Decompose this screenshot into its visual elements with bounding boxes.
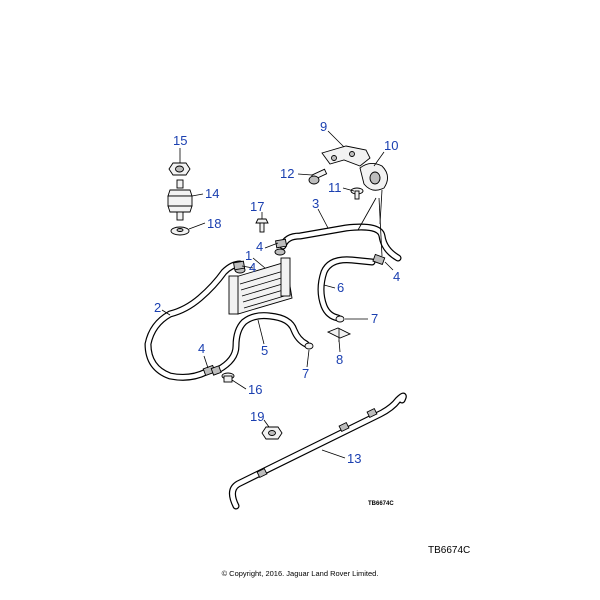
callout-5: 5 xyxy=(261,343,268,358)
part-5-tube xyxy=(214,312,310,374)
part-11-screw xyxy=(350,187,364,200)
leader-lines xyxy=(161,130,394,459)
part-18-washer xyxy=(170,226,190,236)
callout-4-lower: 4 xyxy=(198,341,205,356)
part-12-bolt xyxy=(308,168,328,185)
callout-9: 9 xyxy=(320,119,327,134)
callout-17: 17 xyxy=(250,199,264,214)
callout-2: 2 xyxy=(154,300,161,315)
part-8-clip xyxy=(326,327,352,342)
part-17-bolt xyxy=(255,218,269,233)
callouts: 15 14 18 17 9 10 12 11 3 1 4 4 4 6 2 7 5… xyxy=(154,119,400,466)
part-16-bolt xyxy=(221,372,235,383)
callout-7-right: 7 xyxy=(371,311,378,326)
callout-16: 16 xyxy=(248,382,262,397)
part-19-nut xyxy=(261,426,283,440)
diagram-reference-small: TB6674C xyxy=(368,501,394,507)
part-13-tube xyxy=(229,392,407,510)
part-2-tube xyxy=(144,260,244,381)
callout-4-right: 4 xyxy=(393,269,400,284)
callout-11: 11 xyxy=(328,180,342,195)
callout-3: 3 xyxy=(312,196,319,211)
part-9-bracket xyxy=(321,145,371,167)
part-6-tube xyxy=(317,256,376,322)
callout-4-cooler: 4 xyxy=(249,260,256,275)
callout-13: 13 xyxy=(347,451,361,466)
callout-1: 1 xyxy=(245,248,252,263)
part-4-fittings xyxy=(202,238,386,377)
callout-7-lower: 7 xyxy=(302,366,309,381)
callout-15: 15 xyxy=(173,133,187,148)
diagram-reference: TB6674C xyxy=(428,545,471,556)
callout-10: 10 xyxy=(384,138,398,153)
part-3-tube xyxy=(279,223,402,262)
callout-19: 19 xyxy=(250,409,264,424)
part-15-nut xyxy=(168,162,191,176)
callout-8: 8 xyxy=(336,352,343,367)
part-10-clamp xyxy=(359,163,388,191)
part-1-oil-cooler xyxy=(228,248,293,315)
callout-6: 6 xyxy=(337,280,344,295)
callout-12: 12 xyxy=(280,166,294,181)
part-14-mount xyxy=(167,179,193,221)
callout-18: 18 xyxy=(207,216,221,231)
callout-4-upper: 4 xyxy=(256,239,263,254)
part-7-o-rings xyxy=(304,315,345,350)
copyright-notice: © Copyright, 2016. Jaguar Land Rover Lim… xyxy=(221,569,379,578)
callout-14: 14 xyxy=(205,186,219,201)
